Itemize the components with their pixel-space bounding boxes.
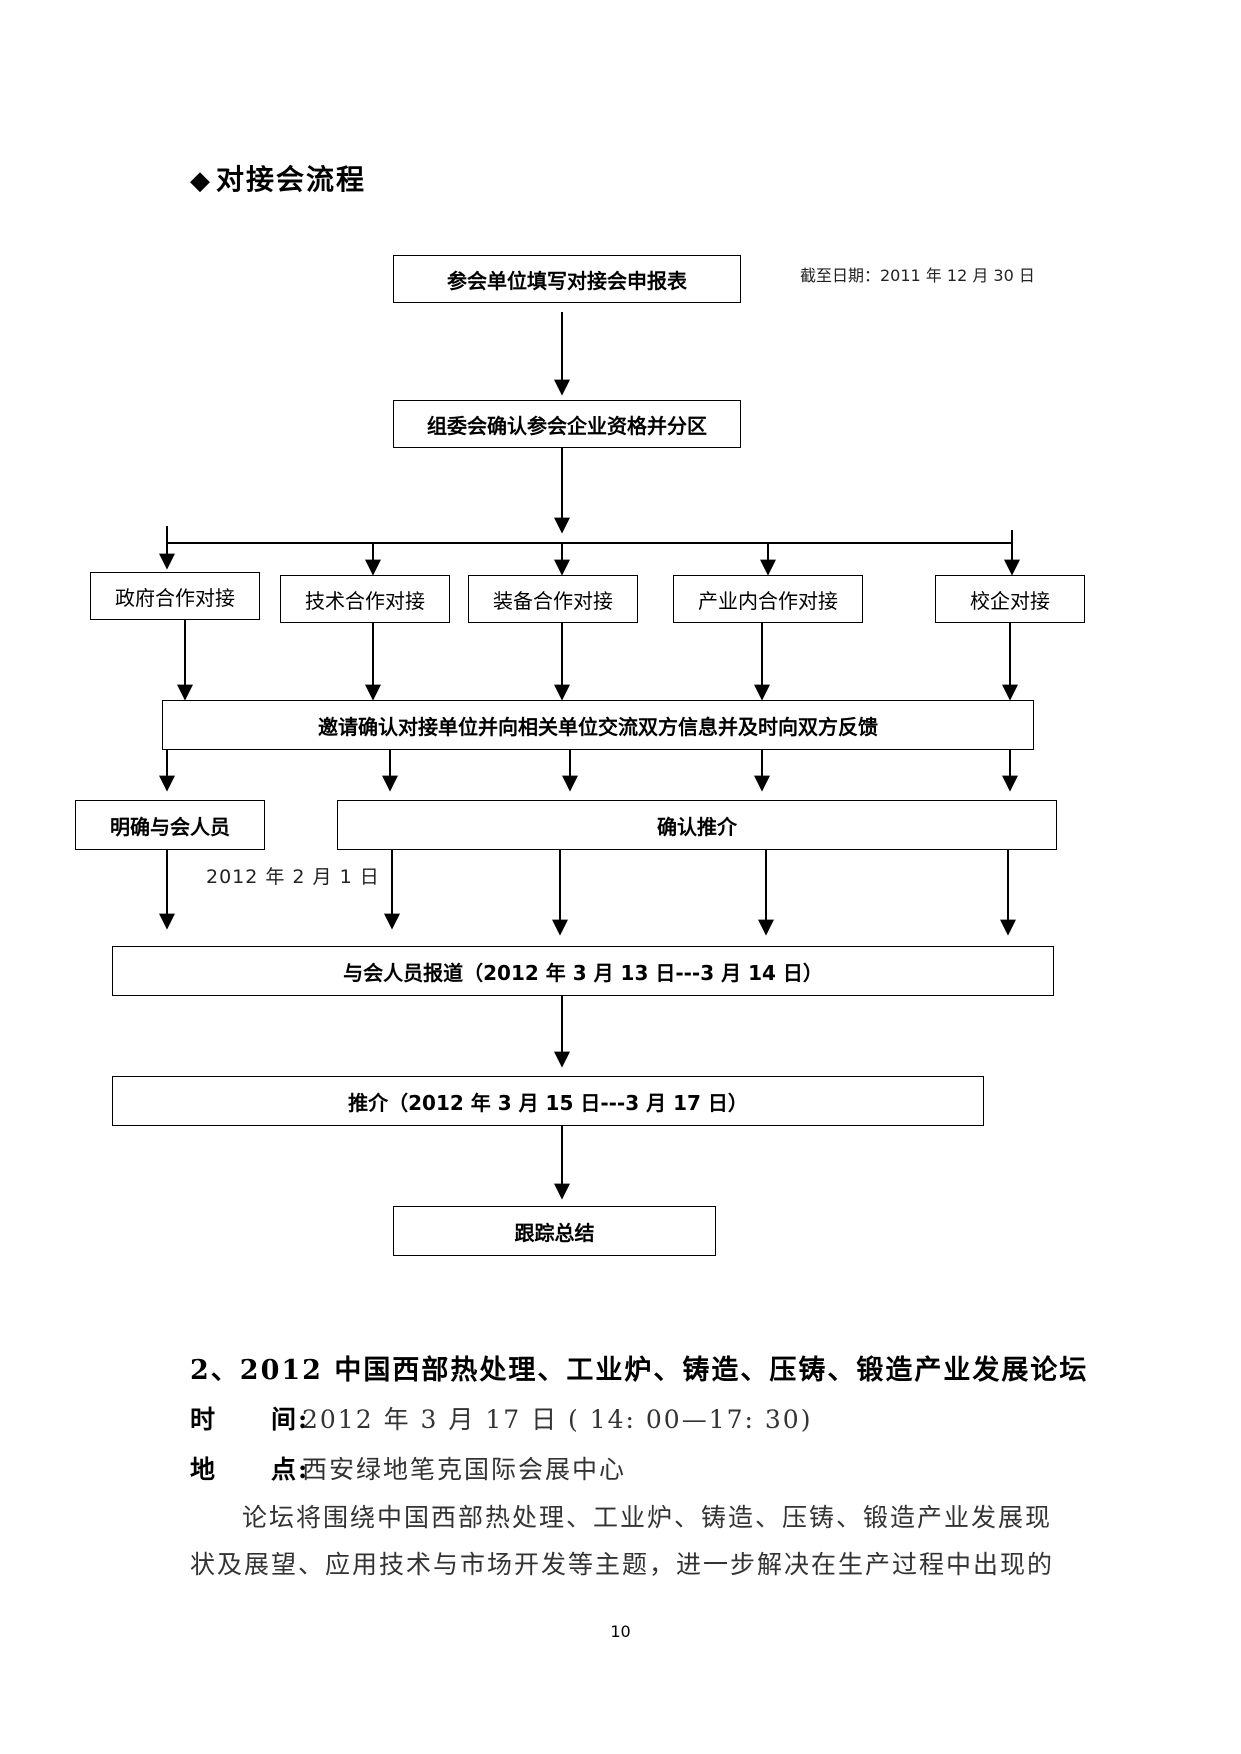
forum-place-row: 地 点:西安绿地笔克国际会展中心 bbox=[190, 1450, 626, 1486]
flow-step-promotion: 推介（2012 年 3 月 15 日---3 月 17 日） bbox=[112, 1076, 984, 1126]
branch-industry: 产业内合作对接 bbox=[673, 575, 863, 623]
branch-equipment-label: 装备合作对接 bbox=[493, 588, 613, 613]
flow-step-attendees-label: 明确与会人员 bbox=[110, 814, 230, 839]
heading-title: 对接会流程 bbox=[216, 163, 367, 196]
branch-school-enterprise: 校企对接 bbox=[935, 575, 1085, 623]
branch-government-label: 政府合作对接 bbox=[115, 585, 235, 610]
flow-step-attendees: 明确与会人员 bbox=[75, 800, 265, 850]
forum-time-row: 时 间:2012 年 3 月 17 日 ( 14: 00—17: 30) bbox=[190, 1400, 812, 1436]
flow-step-invite-confirm-label: 邀请确认对接单位并向相关单位交流双方信息并及时向双方反馈 bbox=[318, 714, 878, 739]
flow-step-registration: 与会人员报道（2012 年 3 月 13 日---3 月 14 日） bbox=[112, 946, 1054, 996]
branch-equipment: 装备合作对接 bbox=[468, 575, 638, 623]
flow-step-follow-up-label: 跟踪总结 bbox=[514, 1220, 595, 1245]
flow-step-invite-confirm: 邀请确认对接单位并向相关单位交流双方信息并及时向双方反馈 bbox=[162, 700, 1034, 750]
forum-section-title: 2、2012 中国西部热处理、工业炉、铸造、压铸、锻造产业发展论坛 bbox=[190, 1355, 1089, 1386]
forum-time-label: 时 间: bbox=[190, 1405, 310, 1434]
flow-step-promotion-label: 推介（2012 年 3 月 15 日---3 月 17 日） bbox=[348, 1090, 748, 1115]
forum-place-value: 西安绿地笔克国际会展中心 bbox=[302, 1455, 627, 1484]
flow-step-apply: 参会单位填写对接会申报表 bbox=[393, 255, 741, 303]
forum-description: 论坛将围绕中国西部热处理、工业炉、铸造、压铸、锻造产业发展现状及展望、应用技术与… bbox=[190, 1503, 1055, 1579]
flow-step-registration-label: 与会人员报道（2012 年 3 月 13 日---3 月 14 日） bbox=[343, 960, 823, 985]
flow-step-confirm-qualification: 组委会确认参会企业资格并分区 bbox=[393, 400, 741, 448]
deadline-note: 截至日期：2011 年 12 月 30 日 bbox=[800, 266, 1035, 285]
diamond-bullet-icon: ◆ bbox=[190, 166, 212, 196]
page-number: 10 bbox=[610, 1622, 631, 1641]
flow-step-apply-label: 参会单位填写对接会申报表 bbox=[447, 268, 687, 293]
branch-industry-label: 产业内合作对接 bbox=[698, 588, 838, 613]
forum-time-value: 2012 年 3 月 17 日 ( 14: 00—17: 30) bbox=[302, 1405, 813, 1434]
branch-government: 政府合作对接 bbox=[90, 572, 260, 620]
flow-step-confirm-promotion: 确认推介 bbox=[337, 800, 1057, 850]
branch-technology: 技术合作对接 bbox=[280, 575, 450, 623]
branch-technology-label: 技术合作对接 bbox=[305, 588, 425, 613]
flow-step-follow-up: 跟踪总结 bbox=[393, 1206, 716, 1256]
branch-school-enterprise-label: 校企对接 bbox=[970, 588, 1050, 613]
flow-step-confirm-promotion-label: 确认推介 bbox=[657, 814, 737, 839]
attendees-date-note: 2012 年 2 月 1 日 bbox=[206, 866, 380, 888]
section-heading: ◆对接会流程 bbox=[190, 158, 366, 198]
forum-place-label: 地 点: bbox=[190, 1455, 310, 1484]
flow-step-confirm-qualification-label: 组委会确认参会企业资格并分区 bbox=[427, 413, 707, 438]
